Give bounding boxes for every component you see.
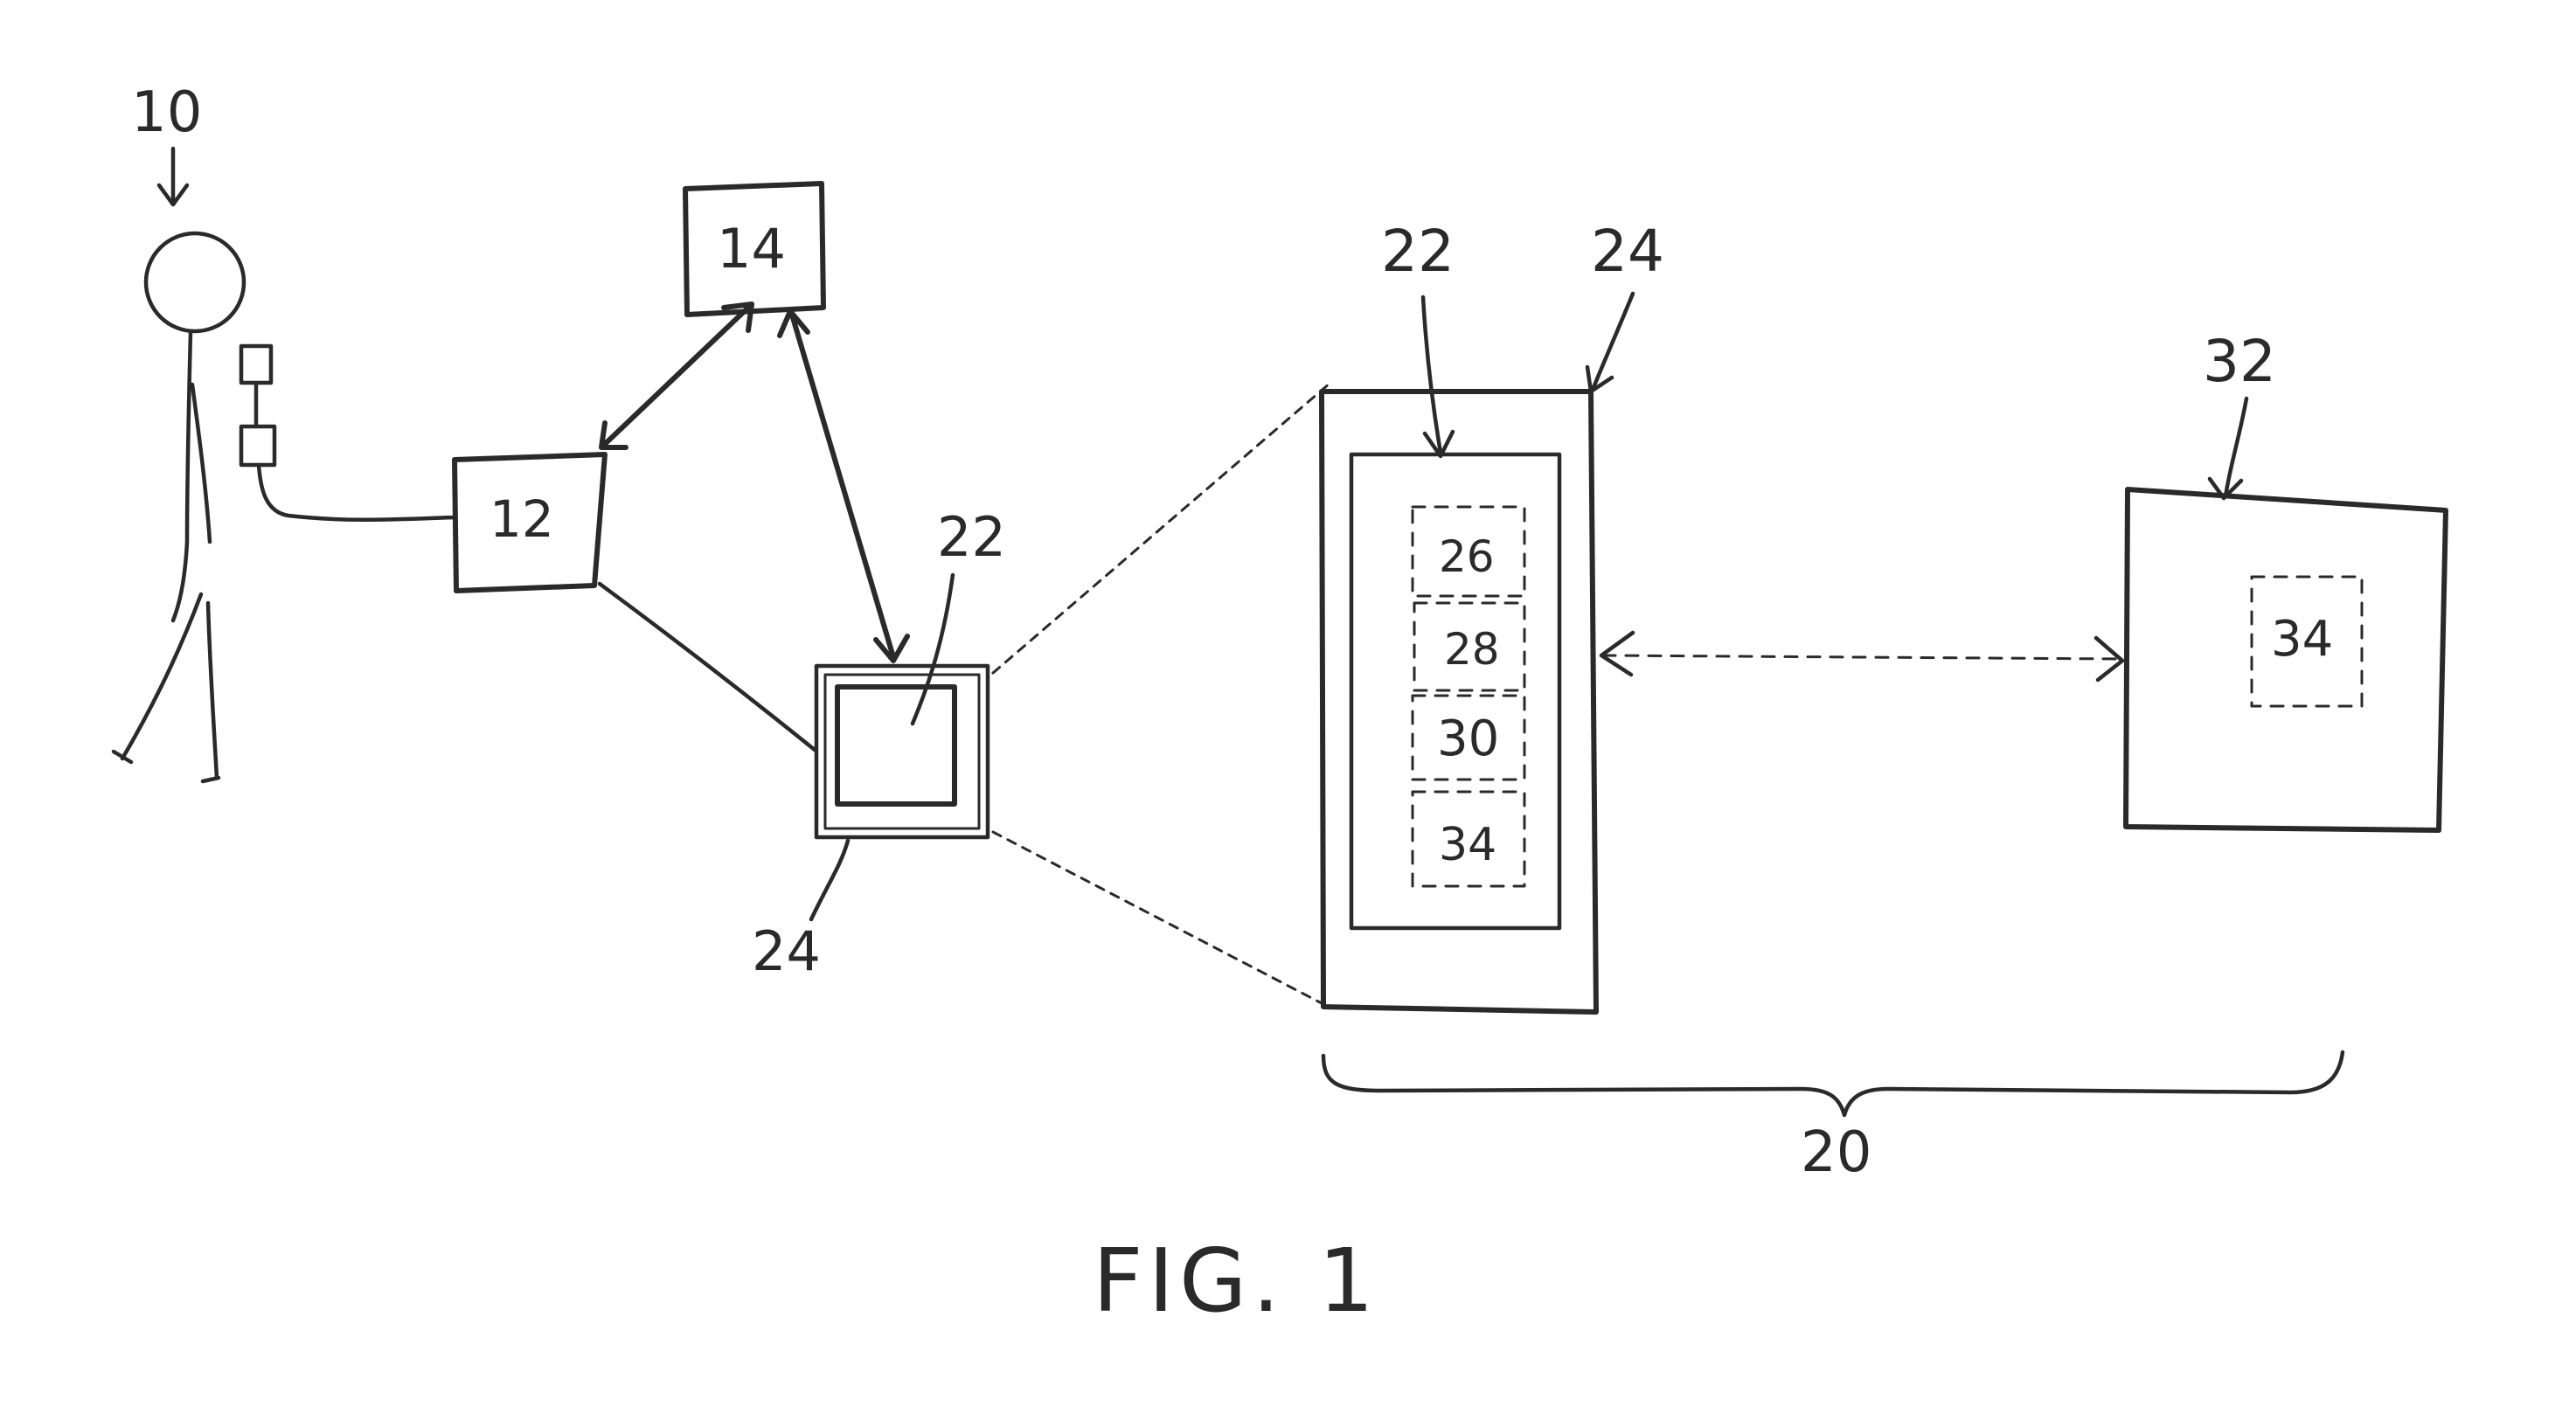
wearable-to-device-line: [256, 462, 457, 523]
figure-caption: FIG. 1: [1093, 1230, 1379, 1332]
connections: [597, 302, 910, 752]
wearable-lower-box: [239, 424, 277, 468]
server-box: [683, 181, 826, 317]
device-box: [452, 452, 608, 593]
label-housing-large: 24: [1591, 218, 1664, 285]
terminal-large-screen: [1349, 452, 1562, 931]
module-26-box: [1411, 505, 1526, 598]
label-device: 12: [490, 489, 554, 549]
label-system: 20: [1801, 1120, 1871, 1185]
remote-module-box: [2250, 575, 2364, 708]
wireless-link-head-right: [2093, 635, 2125, 683]
user-arm: [190, 382, 212, 544]
arrow-server-terminal-head-a: [777, 308, 810, 338]
user-leg-right: [200, 600, 221, 784]
remote-device-box: [2123, 487, 2448, 833]
zoom-line-top: [991, 381, 1332, 675]
user-leg-left: [111, 592, 204, 765]
label-server: 14: [717, 217, 786, 281]
arrow-server-terminal: [789, 312, 896, 660]
wireless-link-head-left: [1599, 630, 1635, 677]
device-12: 12: [452, 452, 608, 593]
system-brace-20: 20: [1321, 1050, 2345, 1185]
terminal-large-housing: [1319, 389, 1599, 1015]
label-module-28: 28: [1444, 624, 1500, 675]
terminal-small: 22 24: [752, 505, 1006, 983]
user-figure: 10: [111, 80, 457, 784]
remote-device-32: 32 34: [2123, 328, 2448, 833]
terminal-small-screen: [835, 684, 957, 807]
label-housing-small-leader: [809, 838, 851, 922]
terminal-small-housing: [814, 663, 990, 840]
label-housing-large-leader: [1585, 291, 1635, 394]
arrow-device-server: [601, 303, 753, 448]
zoom-line-bottom: [991, 830, 1323, 1005]
module-30-box: [1411, 694, 1526, 781]
terminal-small-housing-inner: [823, 673, 981, 830]
label-module-34: 34: [1439, 819, 1496, 871]
terminal-large: 22 24 26 28 30 34: [1319, 218, 1664, 1015]
arrow-server-terminal-head-b: [873, 634, 910, 663]
label-screen-small-leader: [910, 572, 955, 726]
wearable-upper-box: [239, 343, 274, 385]
line-device-terminal: [597, 581, 817, 752]
label-user: 10: [131, 80, 202, 145]
module-34-box: [1411, 790, 1526, 888]
system-brace: [1321, 1050, 2345, 1118]
label-housing-small: 24: [752, 919, 821, 983]
label-user-arrow: [156, 146, 190, 207]
label-screen-small: 22: [937, 505, 1006, 569]
arrow-device-server-head-a: [599, 420, 628, 450]
label-remote-module: 34: [2271, 611, 2333, 668]
label-remote-device: 32: [2203, 328, 2276, 395]
module-28-box: [1413, 601, 1526, 692]
label-remote-device-leader: [2207, 396, 2249, 501]
wireless-link: [1599, 630, 2125, 683]
arrow-device-server-head-b: [721, 302, 754, 333]
label-screen-large: 22: [1381, 218, 1455, 285]
user-body: [170, 329, 193, 623]
wireless-link-line: [1601, 654, 2121, 661]
user-head: [143, 231, 246, 334]
label-module-30: 30: [1437, 710, 1499, 767]
server-14: 14: [683, 181, 826, 317]
label-screen-large-leader: [1420, 295, 1455, 459]
label-module-26: 26: [1439, 531, 1495, 582]
magnification-lines: [991, 381, 1332, 1005]
